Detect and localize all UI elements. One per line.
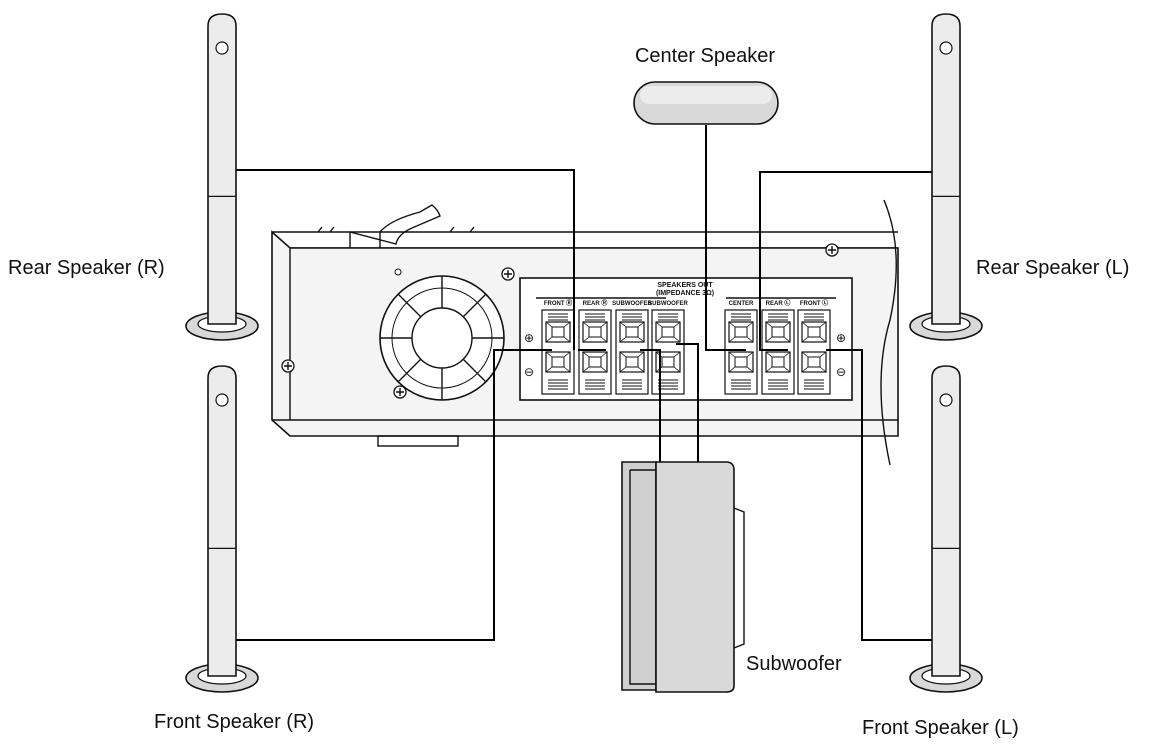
terminal-block [541,309,575,395]
panel-impedance: (IMPEDANCE 3Ω) [656,290,714,297]
screw-icon [281,243,839,399]
panel-title: SPEAKERS OUT [657,282,713,289]
plus-symbol: ⊕ [524,331,534,345]
minus-symbol: ⊖ [836,365,846,379]
speaker-terminals [541,309,831,395]
terminal-label: REAR Ⓡ [583,299,608,307]
terminal-label: FRONT Ⓛ [800,299,828,307]
rear-speaker-r [185,13,259,341]
front-speaker-l-label: Front Speaker (L) [862,717,1019,739]
front-speaker-r [185,365,259,693]
cooling-fan-icon [379,275,505,401]
speaker-wires [236,125,932,641]
terminal-block [724,309,758,395]
front-speaker-l [909,365,983,693]
rear-speaker-r-label: Rear Speaker (R) [8,257,165,279]
minus-symbol: ⊖ [524,365,534,379]
rear-speaker-l-label: Rear Speaker (L) [976,257,1129,279]
terminal-label: SUBWOOFER [612,301,652,307]
receiver-unit: SPEAKERS OUT (IMPEDANCE 3Ω) FRONT Ⓡ REAR… [271,199,899,466]
terminal-label: FRONT Ⓡ [544,299,572,307]
rear-speaker-l [909,13,983,341]
terminal-label: CENTER [729,301,754,307]
center-speaker [633,81,779,125]
terminal-label: REAR Ⓛ [766,299,791,307]
terminal-block [797,309,831,395]
plus-symbol: ⊕ [836,331,846,345]
terminal-block [615,309,649,395]
subwoofer-label: Subwoofer [746,653,842,675]
front-speaker-r-label: Front Speaker (R) [154,711,314,733]
terminal-block [651,309,685,395]
center-speaker-label: Center Speaker [635,45,775,67]
terminal-label: SUBWOOFER [648,301,688,307]
subwoofer-unit [621,461,745,693]
terminal-block [761,309,795,395]
terminal-block [578,309,612,395]
